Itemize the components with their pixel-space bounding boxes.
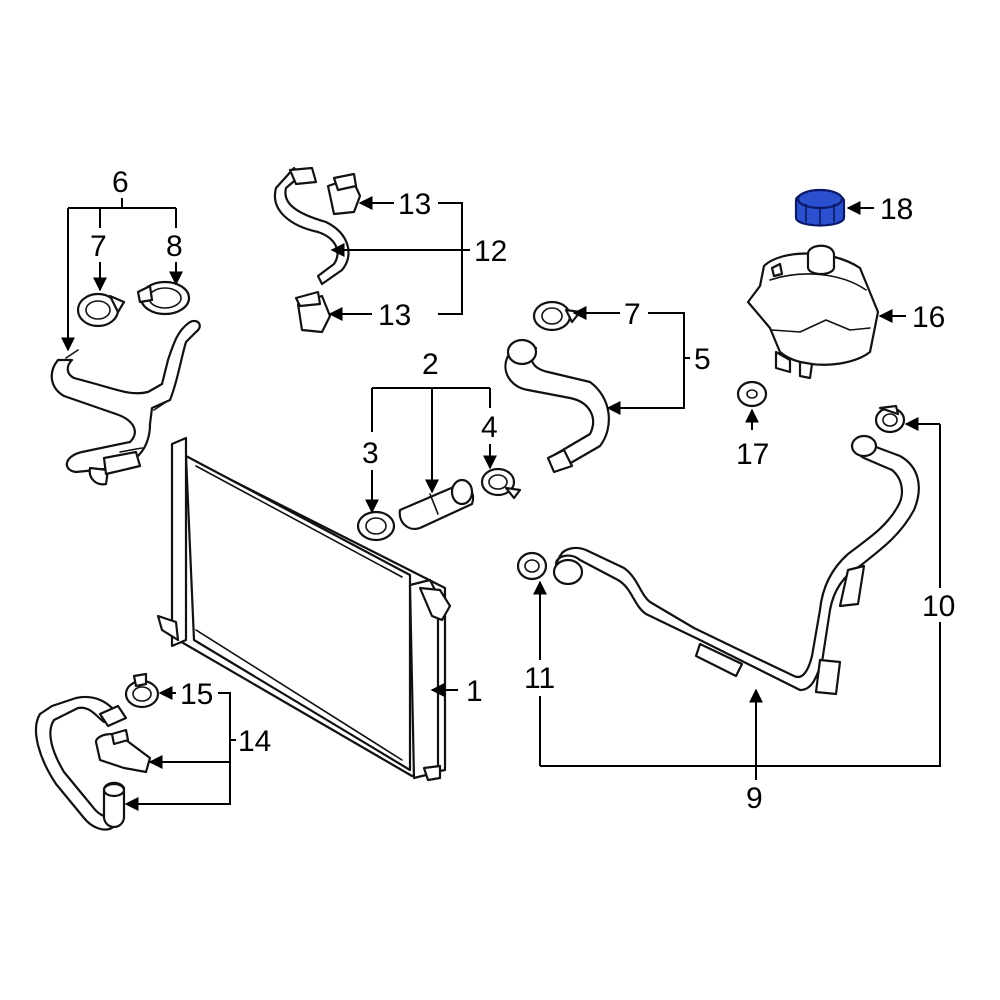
hose-clamp-10-part[interactable]: [874, 404, 906, 434]
callout-6: 6: [112, 166, 129, 199]
callout-14: 14: [238, 725, 271, 758]
callout-5: 5: [694, 343, 711, 376]
hose-clamp-3-part[interactable]: [356, 510, 396, 542]
heater-hose-14-part[interactable]: [35, 695, 128, 831]
callout-9: 9: [746, 782, 763, 815]
small-hose-12-part[interactable]: [273, 166, 350, 286]
callout-17: 17: [736, 438, 769, 471]
hose-clamp-8-part[interactable]: [136, 280, 191, 316]
callout-18: 18: [880, 193, 913, 226]
callout-7-right: 7: [624, 298, 641, 331]
callout-11: 11: [524, 662, 555, 695]
clip-13-lower-part[interactable]: [294, 290, 332, 334]
hose-clamp-7-left-part[interactable]: [76, 292, 126, 328]
callout-2: 2: [422, 348, 439, 381]
connector-14-part[interactable]: [94, 728, 152, 774]
callout-7-left: 7: [90, 230, 107, 263]
callout-13-lower: 13: [378, 299, 411, 332]
callout-12: 12: [474, 235, 507, 268]
clip-13-upper-part[interactable]: [326, 172, 362, 216]
callout-1: 1: [466, 675, 483, 708]
callout-labels: 1 2 3 4 5 6 7 7 8 9 10 11 12 13 13 14 15…: [90, 166, 955, 815]
callout-15: 15: [180, 678, 213, 711]
callout-4: 4: [481, 411, 498, 444]
callout-10: 10: [922, 590, 955, 623]
upper-radiator-hose-part[interactable]: [50, 319, 201, 486]
callout-16: 16: [912, 301, 945, 334]
grommet-17-part[interactable]: [736, 380, 768, 408]
callout-3: 3: [362, 437, 379, 470]
hose-clamp-7-right-part[interactable]: [532, 300, 582, 332]
reservoir-cap-18-part[interactable]: [794, 188, 846, 227]
hose-clamp-11-part[interactable]: [516, 551, 548, 581]
hose-5-part[interactable]: [504, 338, 610, 474]
callout-8: 8: [166, 230, 183, 263]
hose-connector-2-part[interactable]: [398, 478, 475, 530]
hose-clamp-15-part[interactable]: [124, 672, 160, 709]
lower-hose-9-part[interactable]: [552, 434, 920, 696]
leader-lines: [61, 196, 941, 811]
radiator-part[interactable]: [156, 436, 452, 782]
hose-clamp-4-part[interactable]: [480, 467, 522, 500]
coolant-reservoir-16-part[interactable]: [746, 244, 880, 380]
callout-13-upper: 13: [398, 188, 431, 221]
